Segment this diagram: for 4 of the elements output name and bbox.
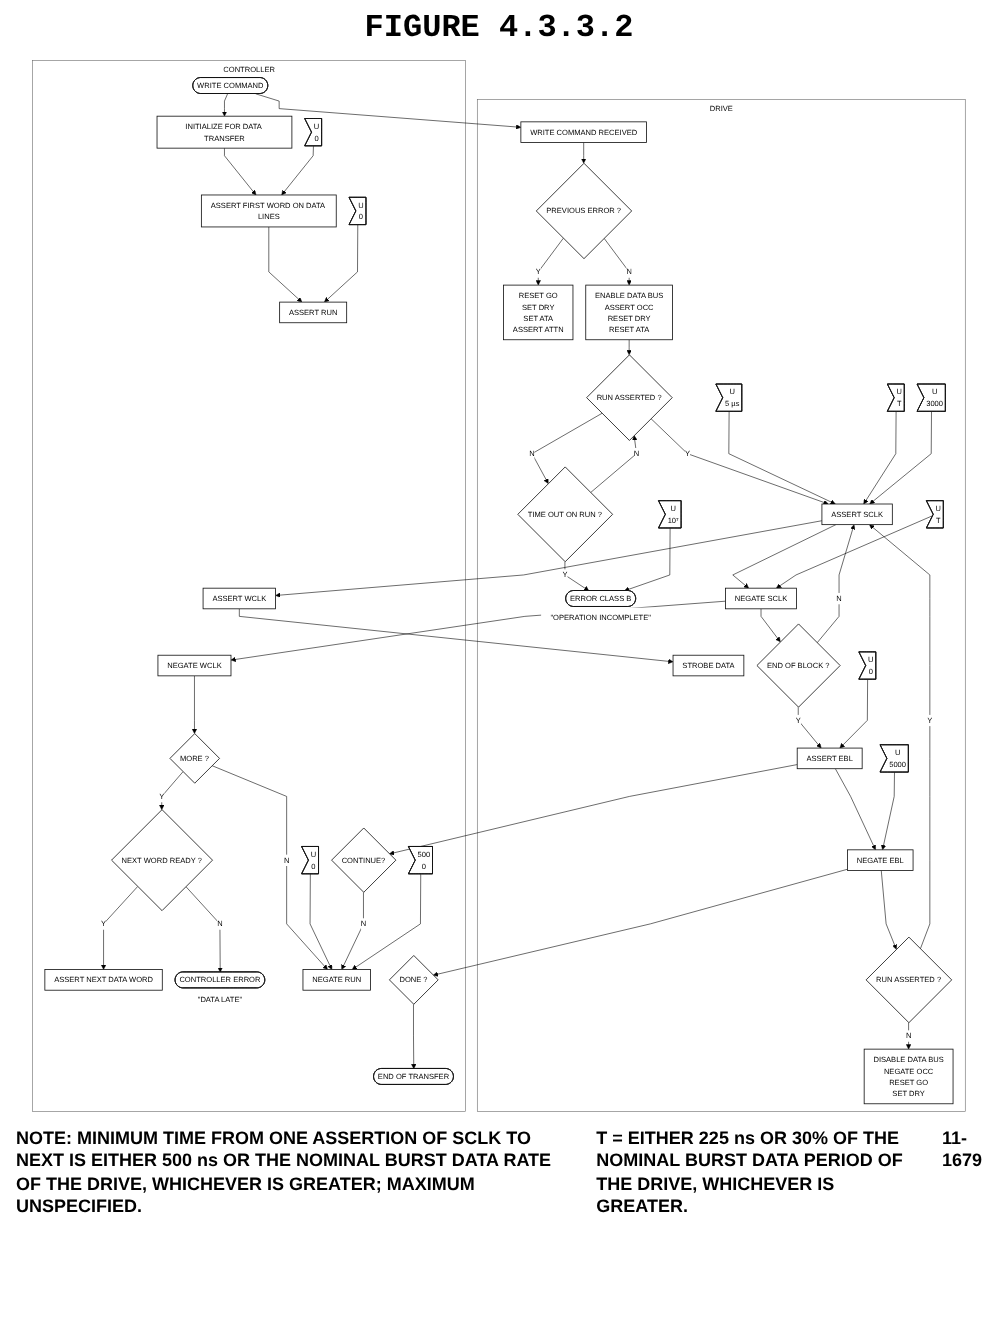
- note-text: NOTE: MINIMUM TIME FROM ONE ASSERTION OF SCLK TO NEXT IS EITHER 500 ns OR THE NOMINAL BURST DATA RATE OF THE DRIVE, WHICHEVER IS GREATER; MAXIMUM UNSPECIFIED.: [16, 1128, 554, 1218]
- figure-number: 11-1679: [941, 1128, 982, 1175]
- figure-title: FIGURE 4.3.3.2: [362, 8, 636, 48]
- note-text: T = EITHER 225 ns OR 30% OF THE NOMINAL BURST DATA PERIOD OF THE DRIVE, WHICHEVER IS GREATER.: [596, 1128, 905, 1218]
